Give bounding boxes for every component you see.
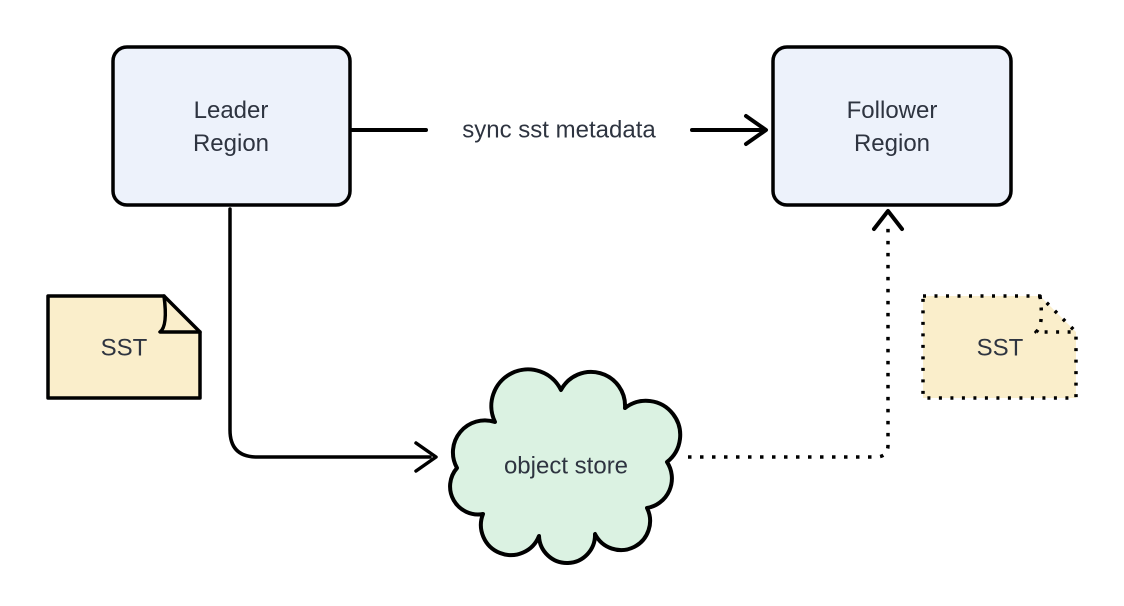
follower-region-label-line2: Region [853,130,931,157]
document-fold-icon [158,294,202,334]
follower-region-label-line1: Follower [846,97,938,124]
arrowhead-right-icon [414,441,438,473]
sync-metadata-edge-label: sync sst metadata [462,116,656,144]
leader-to-store-arrow [228,207,438,473]
follower-region-box [771,45,1013,207]
sync-metadata-arrow [350,114,768,146]
object-store-cloud [448,367,683,565]
document-body [921,294,1078,400]
leader-to-store-path [228,207,432,459]
sst-left-label: SST [100,334,148,362]
cloud-shape [448,367,683,565]
store-to-follower-dotted-arrow [688,209,904,459]
sst-document-left [46,294,202,400]
leader-region-label-line2: Region [192,130,270,157]
arrowhead-right-icon [744,114,768,146]
document-fold-icon [1034,295,1076,334]
leader-region-label-line1: Leader [193,97,269,124]
store-to-follower-path [688,226,890,459]
document-body [46,294,202,400]
object-store-label: object store [503,452,629,480]
leader-region-label: Leader Region [193,94,269,160]
sst-document-right [921,294,1078,400]
follower-region-label: Follower Region [847,94,938,160]
sst-right-label: SST [976,334,1024,362]
leader-region-box [111,45,352,207]
arrowhead-up-icon [872,209,904,231]
